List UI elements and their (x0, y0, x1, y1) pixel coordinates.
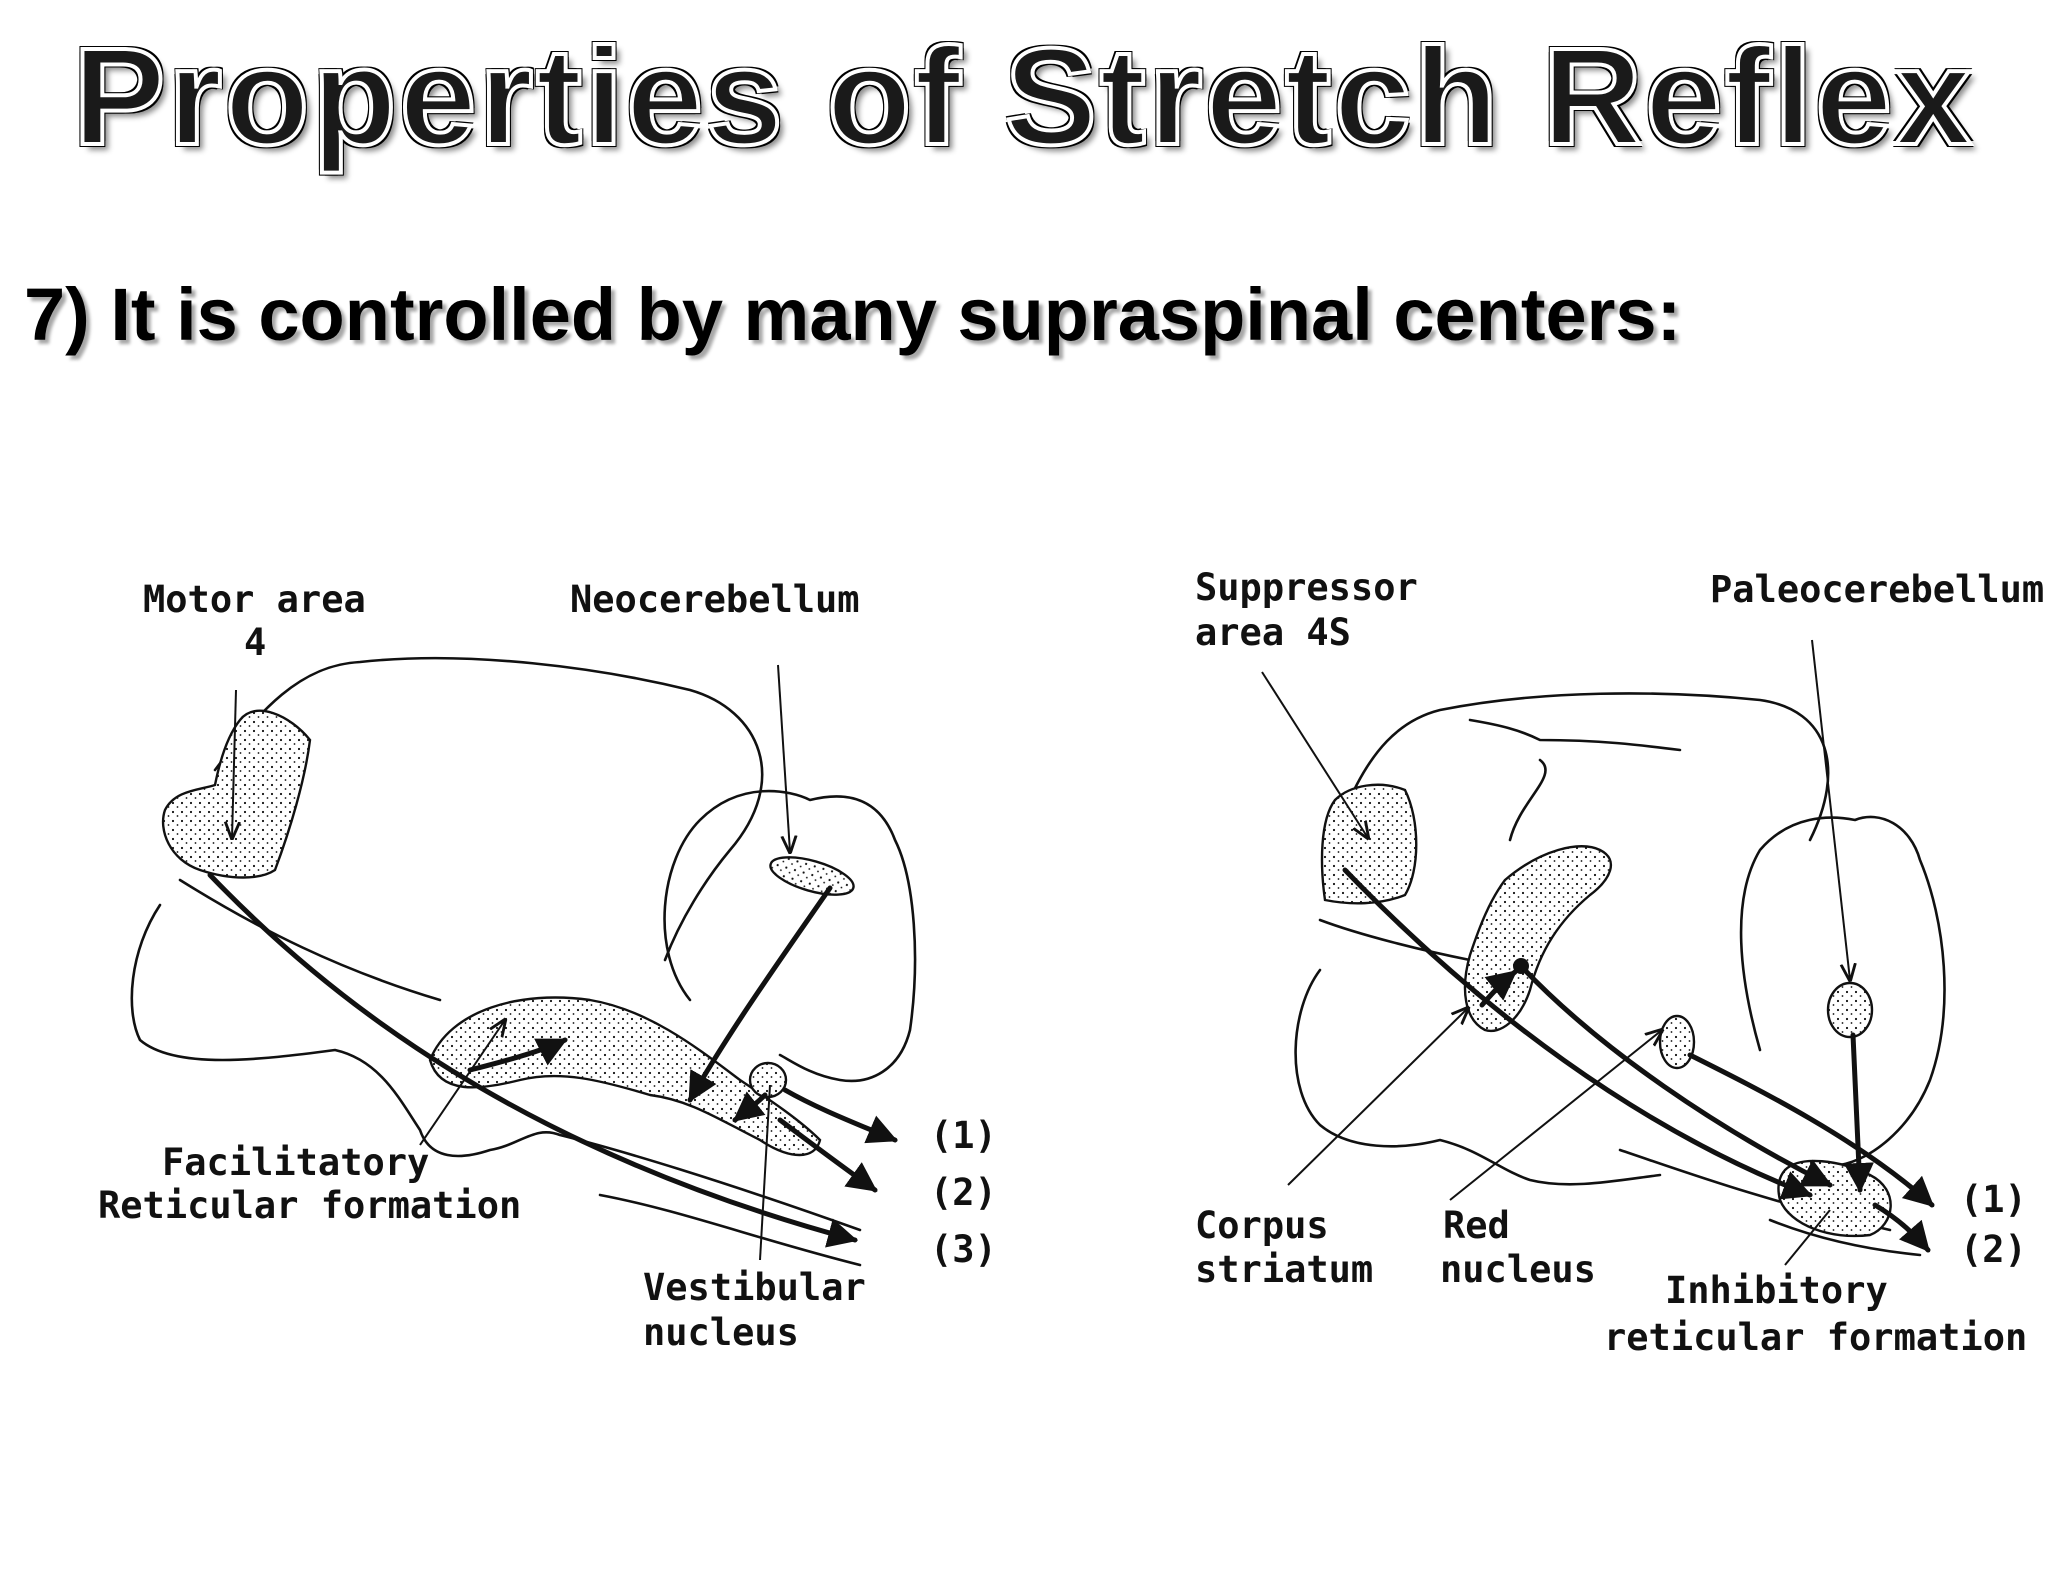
red-nucleus-leader (1449, 1030, 1662, 1201)
label-vestibular: Vestibular (643, 1266, 866, 1309)
slide-subtitle: 7) It is controlled by many supraspinal … (24, 273, 1682, 356)
left-lower-cerebrum-outline (178, 878, 442, 1002)
label-facilitatory: Facilitatory (162, 1141, 429, 1184)
label-reticular-formation: Reticular formation (98, 1184, 521, 1227)
motor-area-region (161, 709, 312, 879)
suppressor-area-region (1320, 783, 1418, 905)
label-red-nucleus: nucleus (1440, 1248, 1596, 1291)
label-inhibitory-reticular: reticular formation (1604, 1316, 2027, 1359)
right-striatal-pathway-arrow (1517, 962, 1833, 1188)
motor-area-leader (232, 689, 236, 838)
red-nucleus-region (1658, 1014, 1696, 1070)
vestibular-leader (759, 1084, 771, 1261)
paleocerebellum-leader (1811, 639, 1850, 980)
label-paleocerebellum: Paleocerebellum (1710, 568, 2044, 611)
left-cerebrum-outline (213, 656, 764, 962)
vestibular-small-arrow (732, 1091, 768, 1123)
right-pathway-2-arrow (1872, 1202, 1931, 1253)
neocerebellum-leader (777, 664, 790, 852)
slide-title: Properties of Stretch Reflex (71, 20, 1975, 174)
striatal-terminal-dot (1513, 958, 1529, 974)
label-neocerebellum: Neocerebellum (570, 578, 860, 621)
right-cerebellum-outline (1739, 815, 1946, 1167)
label-right-pathway-2: (2) (1960, 1228, 2027, 1271)
left-diagram: Motor area 4 Neocerebellum Facilitatory … (98, 578, 997, 1354)
right-frontal-lower (1318, 918, 1472, 962)
left-brainstem-outline (130, 903, 862, 1232)
right-cerebrum-outline (1343, 692, 1830, 842)
left-cerebellum-outline (663, 789, 917, 1083)
right-cortical-pathway-arrow (1342, 867, 1813, 1200)
left-pathway-3-arrow (207, 872, 858, 1248)
vestibular-nucleus-region (748, 1061, 788, 1099)
label-striatum: striatum (1195, 1248, 1373, 1291)
label-suppressor-area: area 4S (1195, 611, 1351, 654)
right-inner-curve (1508, 758, 1547, 842)
left-pathway-2-arrow (777, 1117, 878, 1193)
label-suppressor: Suppressor (1195, 566, 1418, 609)
inhibitory-leader (1784, 1209, 1831, 1266)
paleocerebellum-nucleus (1826, 981, 1874, 1039)
label-right-pathway-1: (1) (1960, 1178, 2027, 1221)
neocerebellar-projection-arrow (687, 885, 833, 1103)
right-pathway-1-arrow (1687, 1052, 1935, 1208)
left-pathway-1-arrow (782, 1087, 898, 1144)
right-paleocerebellar-arrow (1843, 1032, 1874, 1193)
label-vestibular-nucleus: nucleus (643, 1311, 799, 1354)
label-left-pathway-2: (2) (930, 1171, 997, 1214)
right-floor-line (1768, 1218, 1922, 1257)
label-left-pathway-3: (3) (930, 1228, 997, 1271)
label-motor-area-number: 4 (244, 621, 266, 664)
striatal-feedback-arrow (1479, 969, 1518, 1008)
neocerebellum-nucleus (769, 856, 855, 896)
corpus-striatum-leader (1287, 1008, 1468, 1186)
right-diagram: Suppressor area 4S Paleocerebellum Corpu… (1195, 566, 2044, 1359)
facilitatory-leader (419, 1020, 505, 1146)
left-floor-line (598, 1193, 862, 1267)
label-motor-area: Motor area (143, 578, 366, 621)
facilitatory-reticular-region (428, 996, 822, 1157)
label-inhibitory: Inhibitory (1665, 1269, 1888, 1312)
inhibitory-reticular-region (1777, 1159, 1892, 1238)
suppressor-leader (1261, 671, 1368, 838)
right-brainstem-outline (1294, 968, 1662, 1186)
label-left-pathway-1: (1) (930, 1114, 997, 1157)
facilitatory-loop-arrow (467, 1037, 568, 1073)
right-inner-sulcus (1468, 718, 1682, 752)
label-red: Red (1443, 1204, 1510, 1247)
label-corpus: Corpus (1195, 1204, 1329, 1247)
